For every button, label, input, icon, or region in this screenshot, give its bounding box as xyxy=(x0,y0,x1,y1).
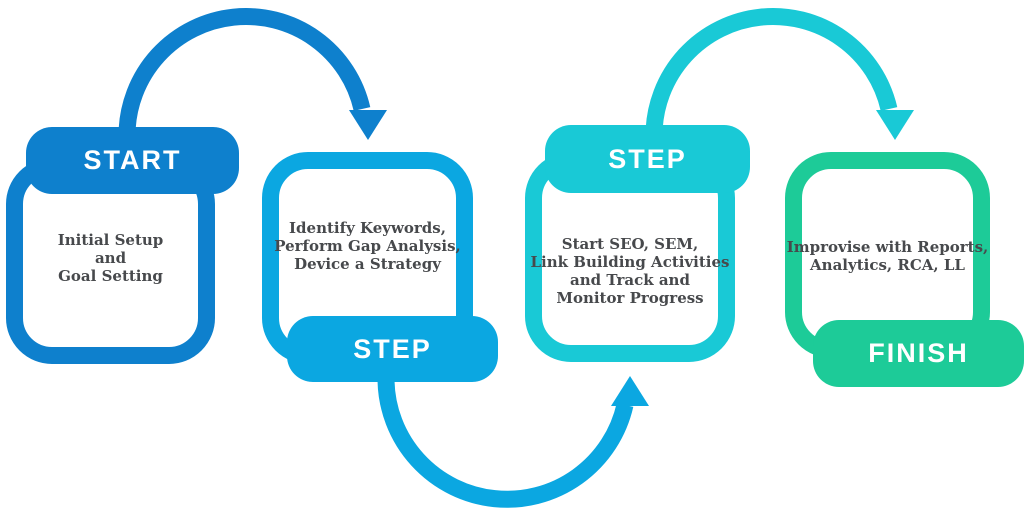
arrowhead-down-icon xyxy=(876,110,914,140)
finish-badge-label: FINISH xyxy=(868,338,969,368)
finish-badge: FINISH xyxy=(813,320,1024,387)
step2-badge: STEP xyxy=(287,316,498,382)
description-line: Improvise with Reports, xyxy=(786,238,989,256)
card-description: Initial Setup and Goal Setting xyxy=(6,231,215,285)
arrow-step2-to-step3 xyxy=(377,379,634,508)
description-line: Start SEO, SEM, xyxy=(561,235,699,253)
description-line: Perform Gap Analysis, xyxy=(274,237,461,255)
description-line: Goal Setting xyxy=(58,267,163,285)
description-line: Device a Strategy xyxy=(294,255,441,273)
card-description: Start SEO, SEM, Link Building Activities… xyxy=(525,235,735,307)
start-badge-label: START xyxy=(83,145,182,175)
description-line: Link Building Activities xyxy=(530,253,730,271)
arrowhead-down-icon xyxy=(349,110,387,140)
description-line: Identify Keywords, xyxy=(289,219,446,237)
arrow-step3-to-finish xyxy=(645,8,898,135)
description-line: and Track and xyxy=(570,271,690,289)
card-description: Improvise with Reports, Analytics, RCA, … xyxy=(785,238,990,274)
card-description: Identify Keywords, Perform Gap Analysis,… xyxy=(262,219,473,273)
description-line: and xyxy=(94,249,127,267)
start-badge: START xyxy=(26,127,239,194)
description-line: Monitor Progress xyxy=(556,289,704,307)
description-line: Analytics, RCA, LL xyxy=(810,256,965,274)
description-line: Initial Setup xyxy=(57,231,164,249)
arrowhead-up-icon xyxy=(611,376,649,406)
card-outline xyxy=(262,152,473,364)
step3-badge: STEP xyxy=(545,125,750,193)
arrow-start-to-step2 xyxy=(118,8,371,135)
step2-badge-label: STEP xyxy=(353,333,432,364)
step3-badge-label: STEP xyxy=(608,143,687,174)
